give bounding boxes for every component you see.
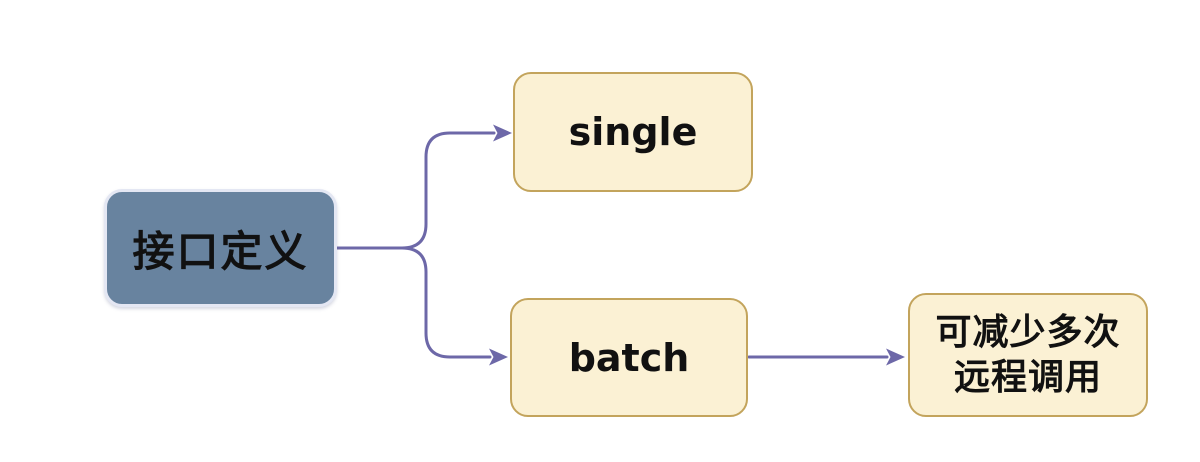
node-benefit-label: 可减少多次 远程调用 (935, 310, 1120, 400)
node-interface-definition-label: 接口定义 (132, 226, 309, 276)
node-batch[interactable]: batch (510, 298, 748, 417)
node-benefit-label-line2: 远程调用 (953, 357, 1102, 398)
connector-root-to-batch (335, 246, 492, 359)
node-batch-label: batch (568, 335, 690, 380)
node-single[interactable]: single (513, 72, 753, 192)
node-benefit[interactable]: 可减少多次 远程调用 (908, 293, 1148, 417)
node-single-label: single (568, 110, 698, 154)
node-interface-definition[interactable]: 接口定义 (104, 189, 337, 307)
node-benefit-label-line1: 可减少多次 (935, 312, 1121, 353)
arrowhead-batch-icon (489, 348, 508, 366)
connector-root-to-single (335, 131, 496, 250)
arrowhead-single-icon (493, 124, 512, 142)
arrowhead-benefit-icon (886, 348, 905, 366)
